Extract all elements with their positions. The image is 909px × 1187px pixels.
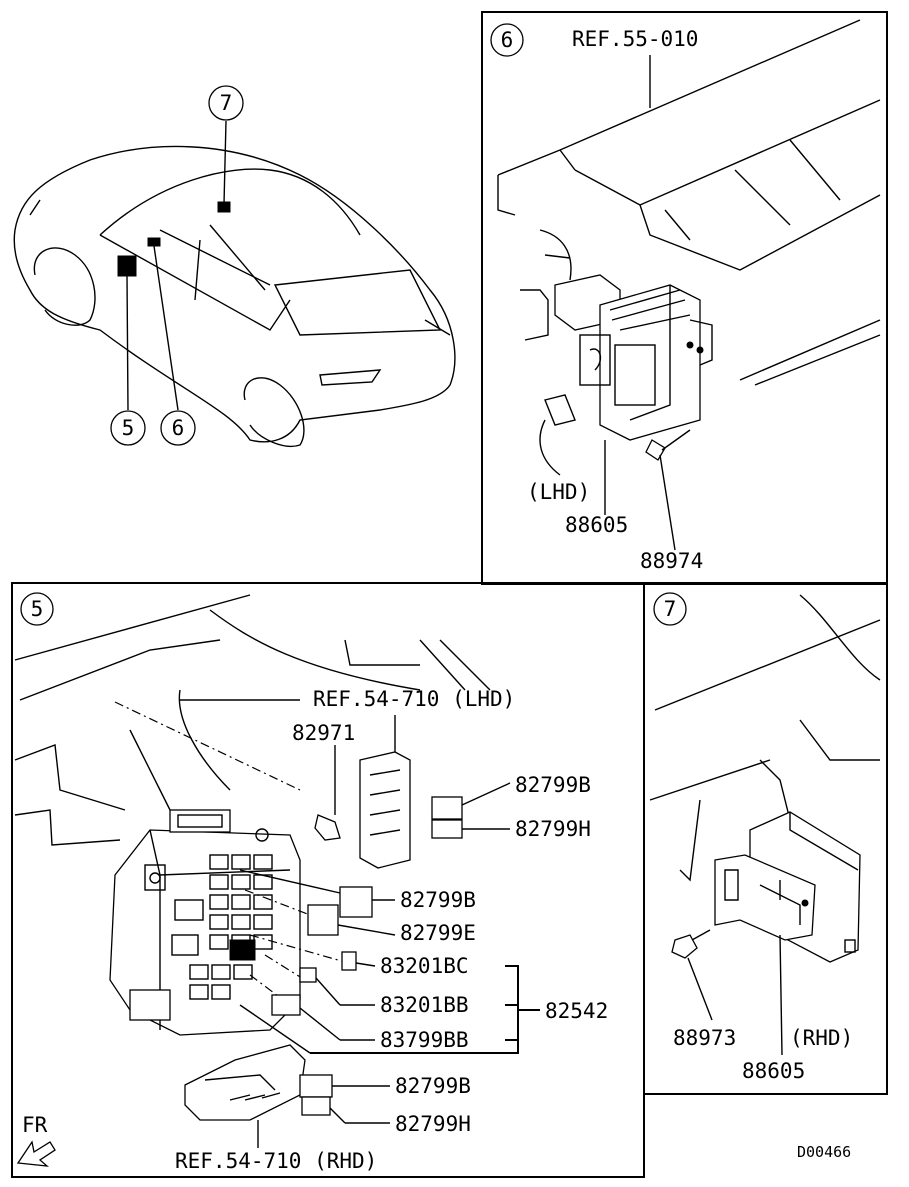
callout-5-circle xyxy=(110,410,146,446)
module-6-mark xyxy=(147,237,161,247)
fuse-83201BB xyxy=(299,967,317,983)
panel-7-badge-label: 7 xyxy=(664,597,677,621)
panel-6-part-88605: 88605 xyxy=(565,513,628,537)
panel-frames xyxy=(11,11,888,1178)
panel-5-ref-rhd: REF.54-710 (RHD) xyxy=(175,1149,377,1173)
panel-5-badge xyxy=(20,592,54,626)
panel-6-variant: (LHD) xyxy=(527,480,590,504)
part-83201BB: 83201BB xyxy=(380,993,469,1017)
panel-7-part-88973: 88973 xyxy=(673,1026,736,1050)
front-arrow-icon xyxy=(16,1140,56,1167)
relay-82799B-1 xyxy=(431,796,463,820)
relay-82799B-2 xyxy=(339,886,373,918)
callout-5-label: 5 xyxy=(122,416,135,440)
panel-6-part-88974: 88974 xyxy=(640,549,703,573)
part-83201BC: 83201BC xyxy=(380,954,469,978)
panel-5-badge-label: 5 xyxy=(31,597,44,621)
part-82799B-3: 82799B xyxy=(395,1074,471,1098)
panel-7-variant: (RHD) xyxy=(790,1026,853,1050)
relay-82799B-3 xyxy=(299,1074,333,1098)
relay-83799BB xyxy=(271,994,301,1016)
car-overview: 7 5 6 xyxy=(13,85,456,447)
panel-6-badge-label: 6 xyxy=(501,28,514,52)
panel-5-ref-lhd: REF.54-710 (LHD) xyxy=(313,687,515,711)
relay-82799E xyxy=(307,904,339,936)
panel-7-part-88605: 88605 xyxy=(742,1059,805,1083)
callout-6-label: 6 xyxy=(172,416,185,440)
relay-82799H-2 xyxy=(301,1096,331,1116)
panel-7-frame xyxy=(643,582,888,1095)
part-82799E: 82799E xyxy=(400,921,476,945)
part-82971: 82971 xyxy=(292,721,355,745)
part-82799B-2: 82799B xyxy=(400,888,476,912)
front-label: FR xyxy=(22,1113,48,1137)
panel-6: 6 REF.55-010 (LHD) 8 xyxy=(490,19,881,573)
panel-7: 7 88973 (RHD) 88605 xyxy=(649,592,881,1083)
footer: FR D00466 xyxy=(16,1113,851,1167)
fuse-83201BC xyxy=(341,951,357,971)
callout-7-circle xyxy=(208,85,244,121)
part-82799H-1: 82799H xyxy=(515,817,591,841)
panel-7-badge xyxy=(653,592,687,626)
part-83799BB: 83799BB xyxy=(380,1028,469,1052)
part-82542: 82542 xyxy=(545,999,608,1023)
panel-6-badge xyxy=(490,23,524,57)
module-5-mark xyxy=(117,255,137,277)
callout-6-circle xyxy=(160,410,196,446)
relay-82799H-1 xyxy=(431,819,463,839)
drawing-code: D00466 xyxy=(797,1143,851,1161)
part-82799B-1: 82799B xyxy=(515,773,591,797)
panel-6-ref: REF.55-010 xyxy=(572,27,698,51)
panel-5: 5 xyxy=(14,592,608,1173)
callout-7-label: 7 xyxy=(220,91,233,115)
part-82799H-2: 82799H xyxy=(395,1112,471,1136)
